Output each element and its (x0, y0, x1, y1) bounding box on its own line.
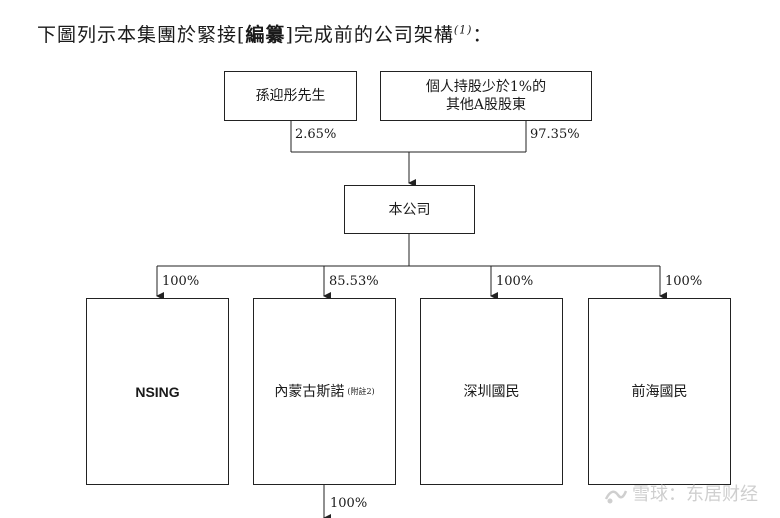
percent-shenzhen: 100% (496, 274, 534, 289)
title-bold-text: 編纂 (245, 24, 286, 46)
page-title: 下圖列示本集團於緊接[編纂]完成前的公司架構(1)： (37, 23, 493, 46)
percent-qianhai: 100% (665, 274, 703, 289)
subsidiary-box-nsing: NSING (86, 298, 229, 485)
shareholder-box-sun: 孫迎彤先生 (224, 71, 357, 121)
watermark: 雪球：东居财经 (604, 480, 758, 506)
percent-nsing: 100% (162, 274, 200, 289)
company-box: 本公司 (344, 185, 475, 234)
percent-others: 97.35% (530, 127, 580, 142)
shareholder-box-others: 個人持股少於1%的 其他A股股東 (380, 71, 592, 121)
subsidiary-box-shenzhen: 深圳國民 (420, 298, 563, 485)
percent-neimenggu: 85.53% (329, 274, 379, 289)
subsidiary-note: (附註2) (347, 386, 375, 396)
subsidiary-box-qianhai: 前海國民 (588, 298, 731, 485)
percent-sun: 2.65% (295, 127, 337, 142)
snowball-logo-icon (604, 490, 628, 504)
percent-downstream: 100% (330, 496, 368, 511)
subsidiary-box-neimenggu: 內蒙古斯諾(附註2) (253, 298, 396, 485)
title-note: (1) (453, 23, 473, 37)
